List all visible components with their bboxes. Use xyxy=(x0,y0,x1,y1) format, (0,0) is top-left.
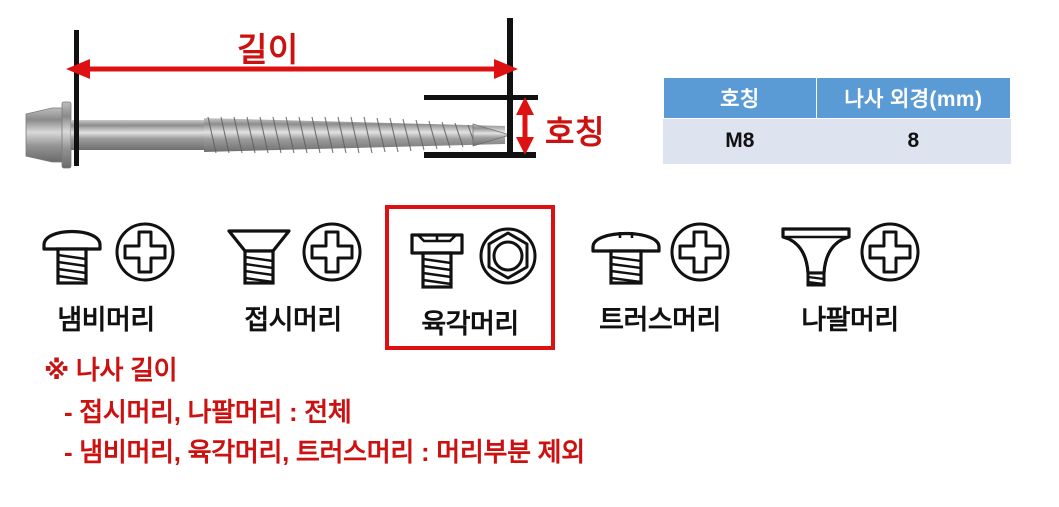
screw-photo xyxy=(25,101,512,169)
bugle-head-screw-icon xyxy=(781,227,851,287)
column-header-nominal: 호칭 xyxy=(663,77,817,119)
head-type-icons-truss xyxy=(565,213,755,291)
hex-socket-icon xyxy=(479,227,537,285)
table-row: M8 8 xyxy=(663,118,1012,164)
head-type-option-countersunk[interactable]: 접시머리 xyxy=(203,205,383,350)
nominal-dimension-label: 호칭 xyxy=(545,114,605,150)
hex-head-screw-icon xyxy=(410,233,464,289)
length-dimension-label: 길이 xyxy=(237,31,299,68)
head-type-label-pan: 냄비머리 xyxy=(57,305,155,335)
phillips-cross-recess-icon xyxy=(115,222,175,282)
screw-spec-table: 호칭 나사 외경(mm) M8 8 xyxy=(663,77,1012,164)
head-type-icons-pan xyxy=(16,213,196,291)
head-type-label-truss: 트러스머리 xyxy=(599,305,721,335)
head-type-icons-countersunk xyxy=(203,213,383,291)
truss-head-screw-icon xyxy=(591,232,661,285)
head-type-option-hex[interactable]: 육각머리 xyxy=(385,205,555,350)
phillips-cross-recess-icon xyxy=(860,222,920,282)
pan-head-screw-icon xyxy=(42,229,102,285)
notes-line-2: - 냄비머리, 육각머리, 트러스머리 : 머리부분 제외 xyxy=(64,437,585,467)
phillips-cross-recess-icon xyxy=(302,222,362,282)
column-header-outer-diameter: 나사 외경(mm) xyxy=(815,77,1012,119)
head-type-option-pan[interactable]: 냄비머리 xyxy=(16,205,196,350)
head-type-label-countersunk: 접시머리 xyxy=(244,305,342,335)
head-type-option-truss[interactable]: 트러스머리 xyxy=(565,205,755,350)
screw-dimension-diagram: 길이 호칭 xyxy=(0,0,660,200)
head-type-option-bugle[interactable]: 나팔머리 xyxy=(755,205,945,350)
nominal-lower-reference-line xyxy=(424,152,536,158)
right-extension-line xyxy=(507,18,513,158)
notes-title: ※ 나사 길이 xyxy=(44,355,178,385)
left-extension-line xyxy=(74,30,79,166)
head-type-icons-bugle xyxy=(755,213,945,291)
head-type-label-bugle: 나팔머리 xyxy=(801,305,899,335)
nominal-dimension-arrow xyxy=(516,97,534,155)
table-header-row: 호칭 나사 외경(mm) xyxy=(663,77,1012,119)
notes-line-1: - 접시머리, 나팔머리 : 전체 xyxy=(64,397,352,427)
screw-length-notes: ※ 나사 길이 - 접시머리, 나팔머리 : 전체 - 냄비머리, 육각머리, … xyxy=(44,357,585,479)
nominal-upper-reference-line xyxy=(424,95,538,100)
countersunk-flat-head-screw-icon xyxy=(227,229,291,285)
cell-nominal-value: M8 xyxy=(663,118,817,164)
cell-outer-diameter-value: 8 xyxy=(815,118,1012,164)
head-type-label-hex: 육각머리 xyxy=(421,309,519,339)
length-dimension-arrow xyxy=(66,59,518,79)
phillips-cross-recess-icon xyxy=(670,222,730,282)
screw-head-type-gallery: 냄비머리 접시머리 xyxy=(0,205,1059,350)
head-type-icons-hex xyxy=(389,217,551,295)
